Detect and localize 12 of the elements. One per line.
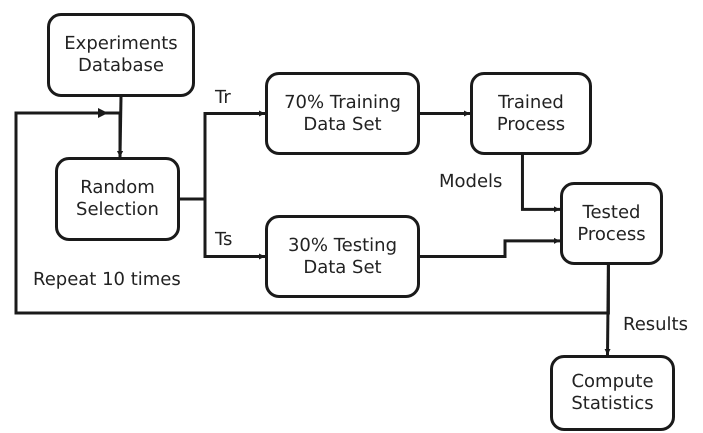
process-box: Random Selection [55,157,180,241]
arrow [180,198,265,260]
dataset-box: 70% Training Data Set [265,72,420,155]
database-box: Experiments Database [47,13,195,97]
process-box: Trained Process [470,72,592,155]
process-box: Compute Statistics [550,355,675,431]
process-box: Tested Process [560,182,663,265]
arrow [420,238,560,258]
note-text: Repeat 10 times [32,270,182,290]
arrow [520,155,560,212]
arrow [420,110,470,116]
dataset-box: 30% Testing Data Set [265,215,420,298]
